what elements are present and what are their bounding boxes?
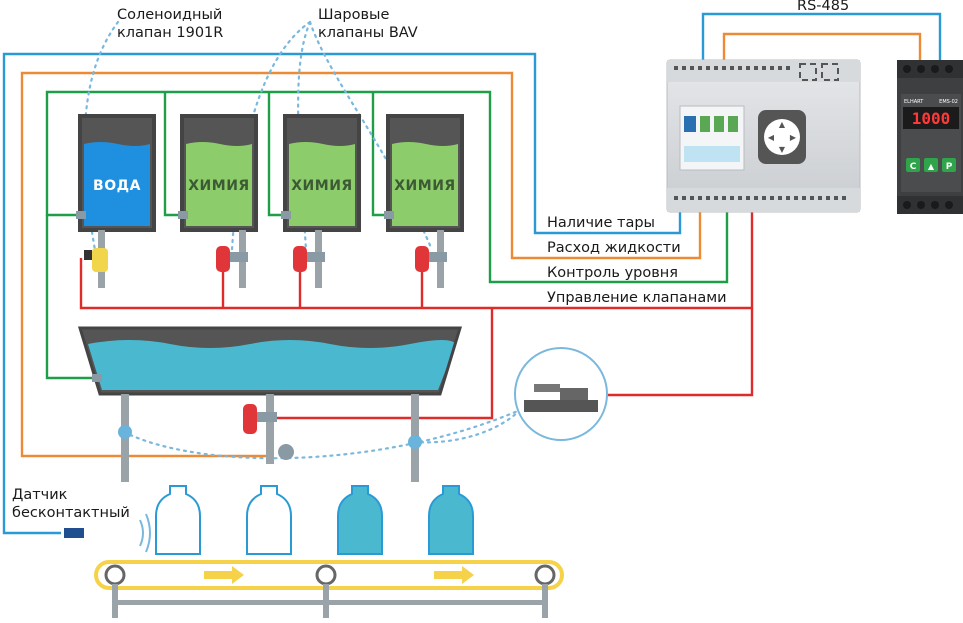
callout-scale-right — [412, 408, 522, 444]
proximity-sensor-icon — [64, 513, 151, 553]
orange-wire-flow — [20, 71, 702, 458]
bottle-1-empty — [155, 485, 201, 555]
rs485-label: RS-485 — [797, 0, 850, 14]
bottle-4-full — [428, 485, 474, 555]
outlet-pipes — [98, 230, 444, 288]
blue-wire-rs485 — [701, 12, 942, 60]
tank-3-chemical: ХИМИЯ — [283, 114, 361, 232]
wire-label-presence: Наличие тары — [547, 215, 655, 231]
ball-valves-label-line2: клапаны BAV — [318, 25, 418, 41]
green-wire-level-basin — [45, 215, 94, 380]
conveyor-arrow-1 — [204, 566, 244, 584]
solenoid-label-line2: клапан 1901R — [117, 25, 224, 41]
controller-device: ▲ ▼ ◀ ▶ — [666, 59, 861, 213]
tank-1-label: ВОДА — [93, 178, 141, 194]
callout-ball-2 — [297, 20, 312, 252]
svg-text:▶: ▶ — [790, 133, 797, 142]
scale-icon — [514, 347, 608, 441]
svg-text:▲: ▲ — [779, 120, 786, 129]
wire-label-flow: Расход жидкости — [547, 240, 681, 256]
red-wire-scale — [606, 308, 754, 397]
tank-4-label: ХИМИЯ — [394, 178, 455, 194]
callout-scale-left — [122, 408, 522, 460]
tank-3-label: ХИМИЯ — [291, 178, 352, 194]
bottle-2-empty — [246, 485, 292, 555]
display-button-up: ▲ — [928, 162, 935, 171]
mixing-basin — [77, 326, 463, 482]
tank-4-chemical: ХИМИЯ — [386, 114, 464, 232]
svg-text:▼: ▼ — [779, 145, 786, 154]
callout-ball-1 — [230, 20, 312, 252]
sensor-label-line2: бесконтактный — [12, 505, 130, 521]
green-wire-level-tank3 — [267, 92, 286, 217]
wires — [2, 12, 942, 535]
conveyor — [94, 560, 564, 618]
display-button-p: P — [946, 162, 953, 172]
wire-label-valves: Управление клапанами — [547, 290, 727, 306]
blue-wire-presence — [2, 52, 682, 535]
display-device: ELHART EMS-02 1000 C ▲ P — [897, 60, 963, 214]
wire-label-level: Контроль уровня — [547, 265, 678, 281]
orange-wire-rs485 — [722, 32, 922, 60]
display-value: 1000 — [912, 109, 951, 128]
ball-valve-icons — [216, 246, 447, 272]
solenoid-valve-icon — [84, 248, 108, 272]
svg-text:◀: ◀ — [768, 133, 775, 142]
bottles — [155, 485, 474, 555]
display-model: EMS-02 — [939, 99, 958, 105]
red-wire-basin-valve — [258, 308, 494, 420]
green-wire-level-tank2 — [163, 92, 182, 217]
ball-valves-label-line1: Шаровые — [318, 7, 390, 23]
level-sensors — [76, 211, 394, 219]
conveyor-arrow-2 — [434, 566, 474, 584]
sensor-label-line1: Датчик — [12, 487, 68, 503]
bottle-3-full — [337, 485, 383, 555]
red-wire-valves — [79, 210, 754, 310]
tank-2-label: ХИМИЯ — [188, 178, 249, 194]
display-button-c: C — [910, 162, 917, 172]
solenoid-label-line1: Соленоидный — [117, 7, 223, 23]
tank-2-chemical: ХИМИЯ — [180, 114, 258, 232]
tank-1-water: ВОДА — [78, 114, 156, 232]
display-brand: ELHART — [904, 99, 924, 105]
